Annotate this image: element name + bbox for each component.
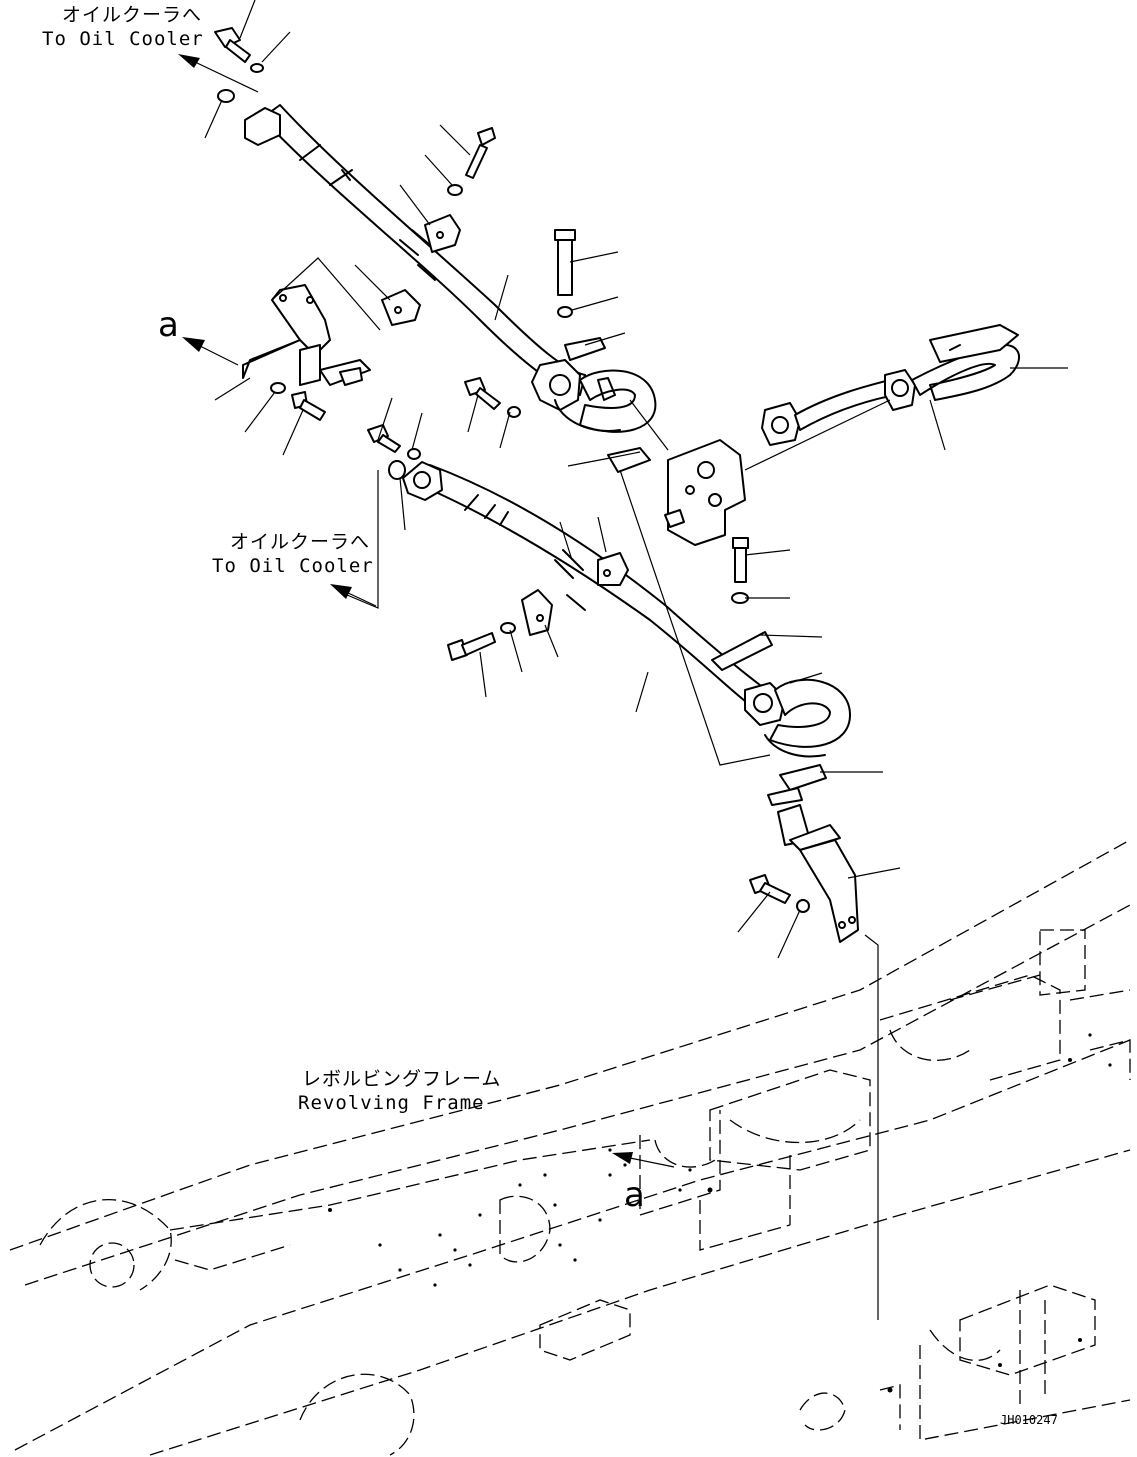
frame-dots (328, 1033, 1112, 1393)
oil-cooler-top-label-en: To Oil Cooler (42, 28, 204, 50)
arrows (178, 54, 675, 1168)
revolving-frame-label-en: Revolving Frame (298, 1092, 485, 1114)
valve-block (664, 439, 746, 546)
revolving-frame (9, 839, 1131, 1456)
revolving-frame-label-jp: レボルビングフレーム (302, 1068, 502, 1090)
upper-fasteners (214, 27, 576, 418)
lower-fasteners (367, 424, 810, 913)
lower-support-bracket (777, 804, 859, 943)
leader-lines (204, 0, 1068, 1320)
upper-hose (244, 104, 657, 433)
oil-cooler-mid-label-jp: オイルクーラへ (230, 531, 371, 553)
view-a-marker-bottom: a (624, 1175, 645, 1215)
right-hose (761, 324, 1020, 446)
oil-cooler-top-label-jp: オイルクーラへ (62, 4, 203, 26)
upper-clamps (381, 214, 651, 473)
drawing-code: JH010247 (1000, 1413, 1058, 1427)
left-bracket (242, 284, 371, 421)
view-a-marker-top: a (158, 305, 179, 345)
oil-cooler-mid-label-en: To Oil Cooler (212, 555, 374, 577)
lower-clamps (521, 552, 827, 806)
lower-hose (402, 461, 851, 758)
